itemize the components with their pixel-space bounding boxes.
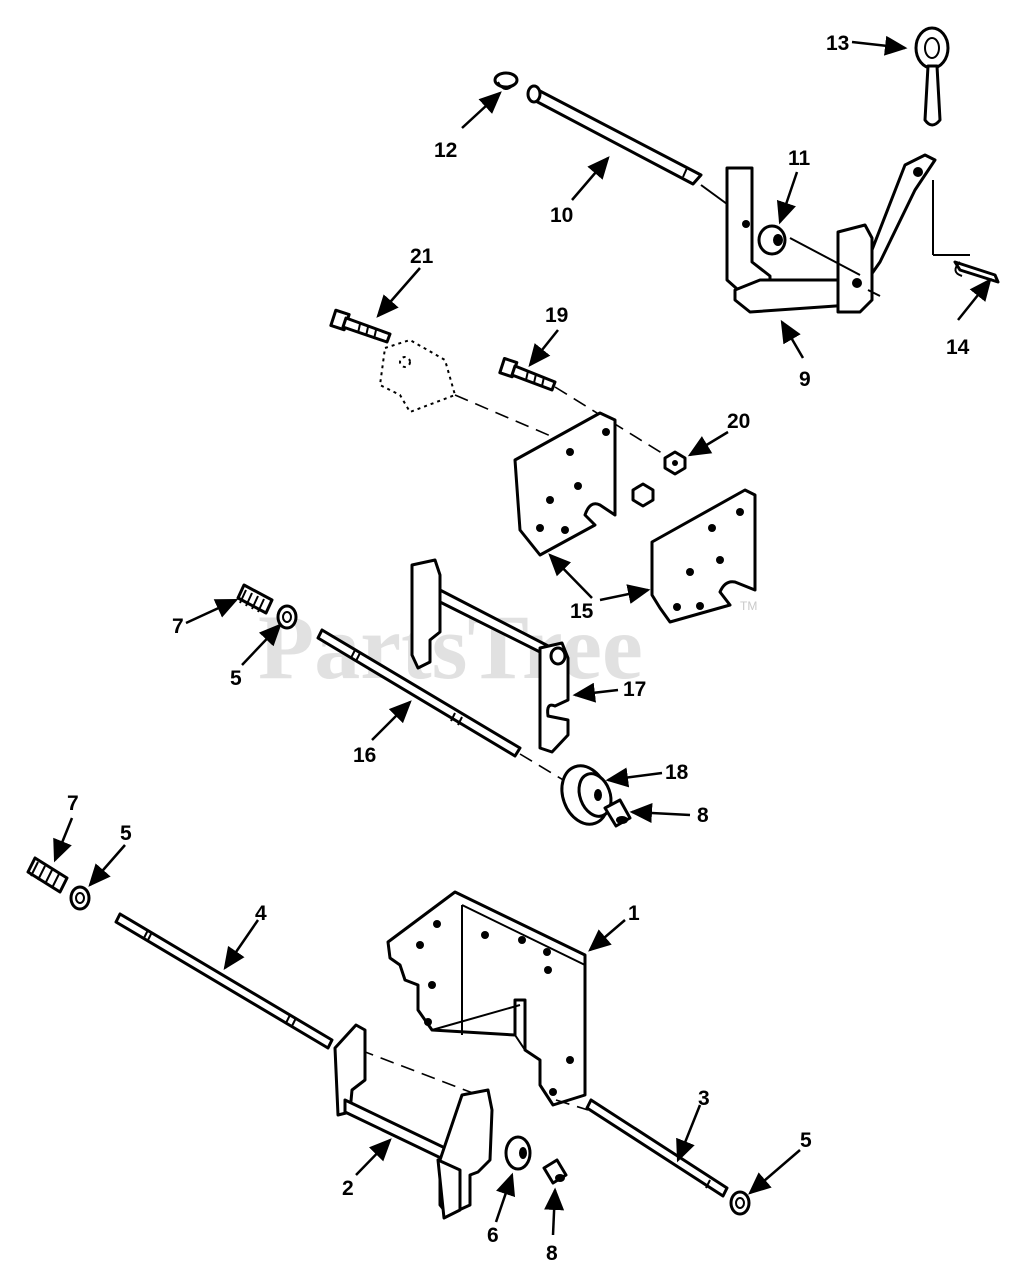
part-1-main-bracket[interactable] [386, 890, 587, 1107]
callout-3[interactable]: 3 [698, 1087, 710, 1110]
callout-1[interactable]: 1 [628, 902, 640, 925]
part-14-hair-pin[interactable] [953, 260, 1000, 284]
callout-2[interactable]: 2 [342, 1177, 354, 1200]
part-20-nut-on-plate[interactable] [631, 482, 655, 508]
callout-20[interactable]: 20 [727, 410, 750, 433]
callout-6[interactable]: 6 [487, 1224, 499, 1247]
callout-7-lower[interactable]: 7 [67, 792, 79, 815]
part-3-shaft[interactable] [585, 1098, 729, 1198]
callout-5-upper[interactable]: 5 [230, 667, 242, 690]
part-7-spring-upper[interactable] [236, 583, 274, 615]
callout-21[interactable]: 21 [410, 245, 434, 268]
callout-12[interactable]: 12 [434, 139, 457, 162]
part-19-bolt[interactable] [498, 356, 557, 392]
part-20-nut[interactable] [663, 450, 687, 476]
callout-19[interactable]: 19 [545, 304, 568, 327]
part-11-bushing[interactable] [757, 224, 787, 256]
part-5-washer-lower-right[interactable] [729, 1190, 751, 1216]
part-2-yoke[interactable] [333, 1023, 494, 1220]
part-6-wheel[interactable] [504, 1135, 532, 1171]
callout-13[interactable]: 13 [826, 32, 849, 55]
part-16-shaft[interactable] [316, 628, 522, 758]
callout-5-lower-left[interactable]: 5 [120, 822, 132, 845]
part-18-wheel[interactable] [554, 759, 617, 830]
callout-15[interactable]: 15 [570, 600, 594, 623]
callout-4[interactable]: 4 [255, 902, 267, 925]
part-12-hair-clip[interactable] [493, 71, 519, 90]
leader-lines [53, 35, 992, 1236]
part-7-spring-lower[interactable] [26, 856, 69, 894]
part-15-side-plate-right[interactable] [650, 488, 757, 624]
part-5-washer-upper[interactable] [276, 604, 298, 630]
part-8-cap-lower[interactable] [542, 1158, 568, 1185]
part-9-drawbar[interactable] [725, 153, 937, 314]
watermark: PartsTree [258, 596, 643, 698]
part-15-side-plate-left[interactable] [513, 411, 617, 557]
watermark-trademark: TM [740, 599, 757, 613]
part-4-shaft[interactable] [114, 912, 334, 1050]
callout-17[interactable]: 17 [623, 678, 646, 701]
callout-10[interactable]: 10 [550, 204, 573, 227]
callout-5-lower-right[interactable]: 5 [800, 1129, 812, 1152]
part-17-yoke[interactable] [410, 558, 570, 754]
callout-16[interactable]: 16 [353, 744, 376, 767]
part-5-washer-lower-left[interactable] [69, 885, 91, 911]
callout-14[interactable]: 14 [946, 336, 970, 359]
part-10-hitch-pin[interactable] [526, 84, 703, 186]
callout-8-upper[interactable]: 8 [697, 804, 709, 827]
dotted-bracket [378, 338, 457, 414]
callout-9[interactable]: 9 [799, 368, 811, 391]
callout-18[interactable]: 18 [665, 761, 689, 784]
part-21-bolt[interactable] [329, 308, 392, 344]
callout-8-lower[interactable]: 8 [546, 1242, 558, 1265]
callout-11[interactable]: 11 [788, 147, 811, 170]
callout-7-upper[interactable]: 7 [172, 615, 184, 638]
part-13-eye-pin[interactable] [914, 26, 950, 127]
